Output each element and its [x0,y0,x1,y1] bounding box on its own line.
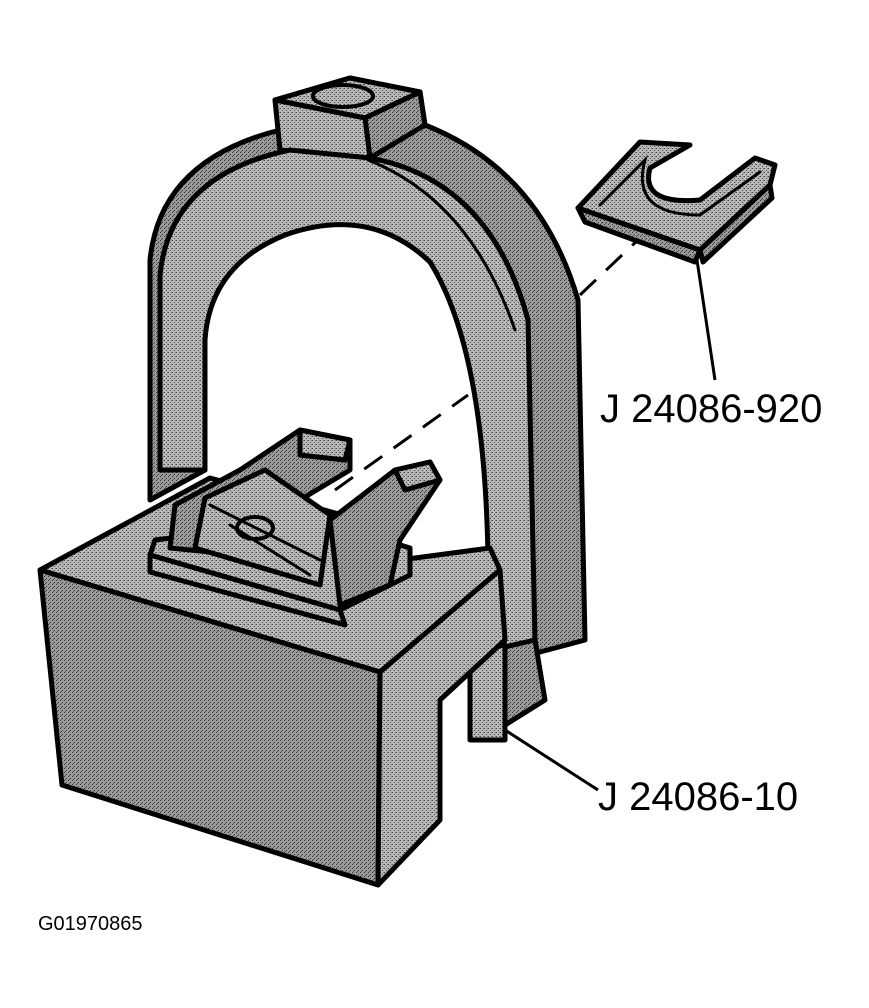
press-base-block [37,475,508,888]
press-leader-line [504,728,599,792]
press-frame [147,75,588,743]
figure-id: G01970865 [38,913,143,935]
shim-tool-label: J 24086-920 [600,387,822,431]
u-shaped-shim [575,139,778,265]
piston-and-rod-fixture [147,427,443,628]
shim-leader-line [695,259,717,381]
press-tool-label: J 24086-10 [598,775,798,819]
shim-alignment-dashed-line [578,236,642,297]
alignment-dashed-line [334,393,469,492]
